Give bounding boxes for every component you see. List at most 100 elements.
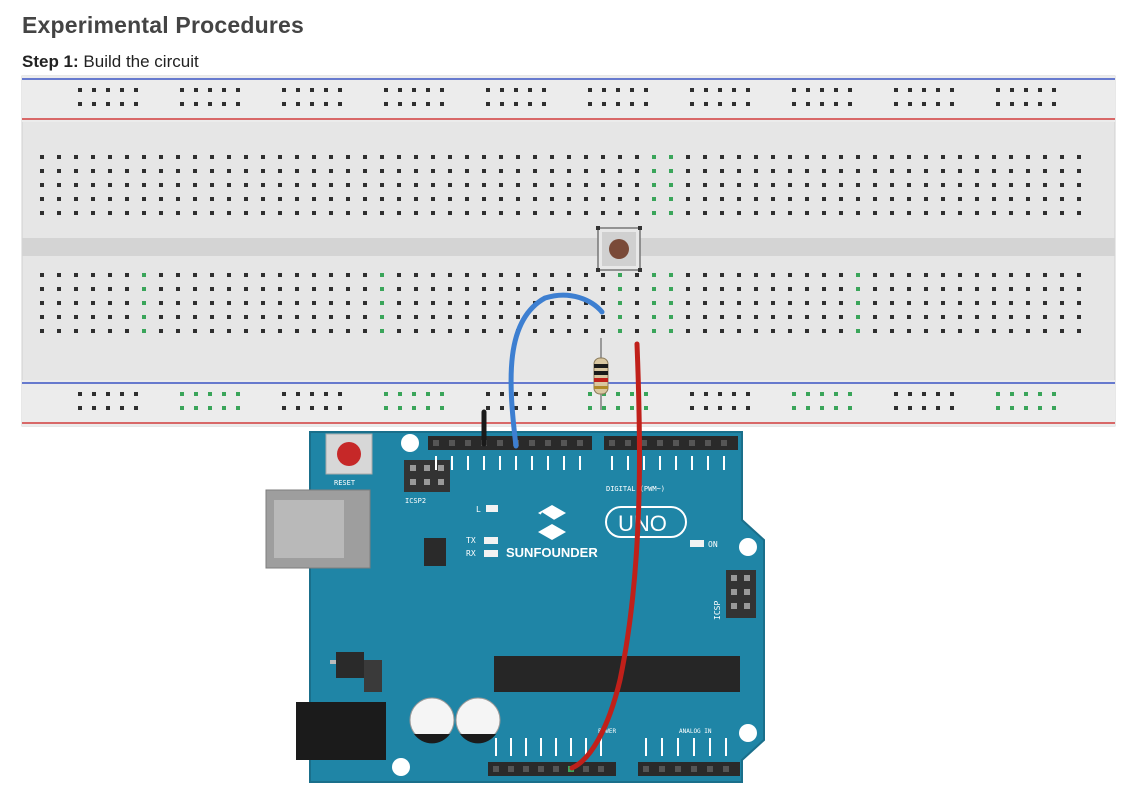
breadboard-hole [618,329,622,333]
power-jack [296,702,386,760]
breadboard-hole [108,211,112,215]
header-pin [577,440,583,446]
rail-hole [194,392,198,396]
breadboard-hole [992,169,996,173]
breadboard-hole [584,273,588,277]
rail-hole [486,392,490,396]
breadboard-hole [635,211,639,215]
breadboard-hole [686,273,690,277]
breadboard-hole [975,155,979,159]
breadboard-hole [329,273,333,277]
breadboard [21,75,1116,427]
breadboard-hole [499,197,503,201]
rail-hole [282,406,286,410]
breadboard-hole [516,315,520,319]
breadboard-hole [91,315,95,319]
rail-hole [922,406,926,410]
breadboard-hole [958,287,962,291]
breadboard-hole [363,211,367,215]
breadboard-hole [91,169,95,173]
breadboard-hole [601,273,605,277]
breadboard-hole [1009,273,1013,277]
breadboard-hole [74,197,78,201]
breadboard-hole [686,155,690,159]
header-pin [545,440,551,446]
breadboard-hole [278,197,282,201]
rail-hole [616,102,620,106]
capacitor [409,697,455,744]
breadboard-hole [431,287,435,291]
rail-hole [922,102,926,106]
breadboard-hole [125,183,129,187]
rail-hole [398,406,402,410]
breadboard-hole [992,183,996,187]
model-badge-outline [605,506,687,538]
breadboard-hole [669,273,673,277]
breadboard-hole [244,329,248,333]
breadboard-hole [176,197,180,201]
rail-hole [588,88,592,92]
breadboard-hole [448,329,452,333]
breadboard-hole [431,315,435,319]
breadboard-hole [431,183,435,187]
center-channel [22,238,1115,256]
breadboard-hole [329,155,333,159]
rail-hole [514,102,518,106]
rail-hole [792,392,796,396]
breadboard-hole [414,197,418,201]
rail-hole [894,392,898,396]
breadboard-hole [635,301,639,305]
breadboard-hole [958,273,962,277]
breadboard-hole [975,315,979,319]
breadboard-hole [839,197,843,201]
breadboard-hole [567,329,571,333]
breadboard-hole [1077,287,1081,291]
rail-hole [426,88,430,92]
breadboard-hole [125,329,129,333]
breadboard-hole [720,169,724,173]
breadboard-hole [567,183,571,187]
breadboard-hole [975,197,979,201]
breadboard-hole [941,169,945,173]
rail-hole [690,406,694,410]
rail-hole [514,392,518,396]
breadboard-hole [652,197,656,201]
regulator-tab [364,660,382,692]
breadboard-hole [397,287,401,291]
breadboard-hole [839,287,843,291]
red-wire [569,341,643,771]
breadboard-hole [159,169,163,173]
breadboard-hole [567,315,571,319]
rail-hole [588,392,592,396]
breadboard-hole [618,155,622,159]
rail-hole [208,406,212,410]
breadboard-hole [788,155,792,159]
breadboard-hole [227,329,231,333]
rail-hole [950,88,954,92]
breadboard-hole [1077,315,1081,319]
rail-hole [630,102,634,106]
breadboard-hole [720,197,724,201]
breadboard-hole [499,211,503,215]
breadboard-hole [125,169,129,173]
rail-hole [120,88,124,92]
breadboard-hole [380,301,384,305]
breadboard-hole [1009,183,1013,187]
breadboard-hole [431,301,435,305]
breadboard-hole [431,329,435,333]
breadboard-hole [516,169,520,173]
breadboard-hole [958,183,962,187]
rail-hole [950,406,954,410]
pin-label-mark [525,738,527,756]
breadboard-hole [737,301,741,305]
power-header [488,762,616,776]
breadboard-hole [312,183,316,187]
breadboard-hole [601,329,605,333]
breadboard-hole [1077,273,1081,277]
breadboard-hole [550,169,554,173]
rail-hole [208,88,212,92]
breadboard-hole [244,155,248,159]
breadboard-hole [941,183,945,187]
breadboard-hole [1026,183,1030,187]
breadboard-hole [703,287,707,291]
